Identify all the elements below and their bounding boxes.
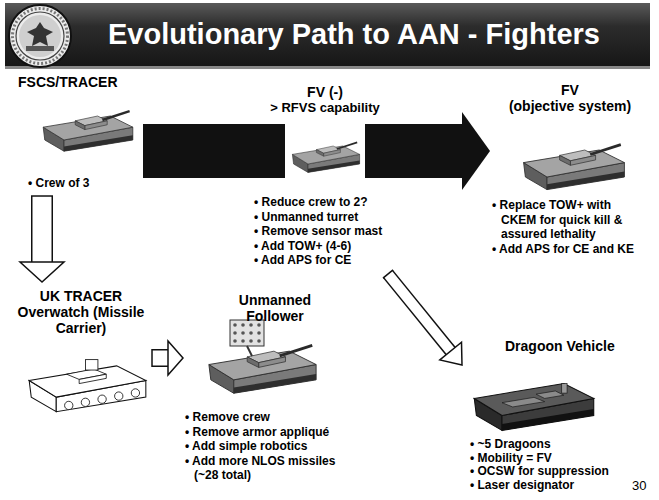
bullet-text: • Mobility = FV	[470, 452, 646, 466]
heading-text: UK TRACER Overwatch (Missile Carrier)	[10, 288, 152, 336]
hollow-arrow	[152, 341, 183, 375]
arrow-shaft-outline	[31, 196, 53, 263]
heading-text: FV (-)	[254, 84, 396, 100]
bullet-text: • Crew of 3	[28, 176, 138, 191]
fv-minus-vehicle	[292, 142, 359, 172]
vehicle-group: FSCS/TRACER • Crew of 3	[10, 72, 143, 196]
arrow-shaft-fill	[33, 196, 52, 263]
title-bar-fill	[5, 3, 650, 69]
bullet-text: • Remove crew	[185, 410, 347, 425]
fv-objective-vehicle	[524, 145, 625, 190]
fscs-vehicle	[43, 111, 133, 151]
bullet-text: • Add simple robotics	[185, 439, 347, 454]
bullet-text: • Add APS for CE and KE	[492, 242, 644, 257]
heading-text: Unmanned Follower	[235, 292, 315, 324]
arrow-tail	[151, 349, 153, 367]
arrow-shaft-fill	[152, 351, 169, 366]
arrow-head	[168, 341, 183, 375]
arrow-head	[440, 342, 462, 365]
bullet-text: • Laser designator	[470, 479, 646, 493]
arrow-shaft	[396, 124, 463, 178]
arrow-shaft-outline	[388, 274, 451, 352]
title-bar-rule	[5, 66, 650, 69]
bullet-text: • Add TOW+ (4-6)	[254, 239, 396, 254]
vehicle-group: FV(objective system) • Replace TOW+ with …	[490, 82, 650, 272]
heading-text: FV	[490, 82, 650, 98]
block-arrow	[143, 151, 254, 152]
bullet-text: • Add APS for CE	[254, 253, 396, 268]
arrow-shaft-outline	[152, 349, 169, 367]
image-frame	[285, 118, 365, 190]
missile-pod	[230, 320, 264, 356]
arrow-shaft	[143, 124, 254, 178]
heading-text: FSCS/TRACER	[18, 74, 143, 90]
bullet-text: • Remove sensor mast	[254, 224, 396, 239]
arrow-head	[20, 262, 64, 282]
vehicle-group: Unmanned Follower • Remove crew• Remove a…	[183, 290, 348, 483]
unmanned-follower-vehicle	[209, 345, 316, 393]
page-number: 30	[632, 478, 646, 493]
arrow-tail	[31, 195, 53, 197]
bullet-text: • OCSW for suppression	[470, 465, 646, 479]
vehicle-group: Dragoon Vehicle • ~5 Dragoons• Mobility =…	[462, 335, 648, 493]
title-bar	[5, 3, 650, 69]
heading-text: (objective system)	[490, 98, 650, 114]
heading-text: Dragoon Vehicle	[505, 338, 648, 354]
hollow-arrow	[383, 270, 462, 365]
vehicle-group: UK TRACER Overwatch (Missile Carrier)	[10, 282, 152, 427]
bullet-text: • Replace TOW+ with CKEM for quick kill …	[492, 198, 644, 242]
dragoon-vehicle	[474, 384, 593, 431]
arrow-head	[462, 112, 490, 190]
arrow-tail	[383, 270, 393, 278]
arrow-shaft-fill	[388, 274, 451, 352]
block-arrow	[396, 112, 490, 190]
bullet-text: • Unmanned turret	[254, 210, 396, 225]
vehicle-group: FV (-)> RFVS capability • Reduce crew to …	[254, 84, 396, 274]
hollow-arrow	[20, 196, 64, 282]
bullet-text: • ~5 Dragoons	[470, 438, 646, 452]
bullet-text: • Add more NLOS missiles (~28 total)	[185, 454, 347, 483]
slide-title: Evolutionary Path to AAN - Fighters	[108, 17, 648, 51]
heading-text: > RFVS capability	[254, 100, 396, 116]
army-seal	[9, 5, 71, 67]
bullet-text: • Remove armor appliqué	[185, 425, 347, 440]
bullet-text: • Reduce crew to 2?	[254, 195, 396, 210]
uk-tracer-drawing	[29, 360, 146, 412]
